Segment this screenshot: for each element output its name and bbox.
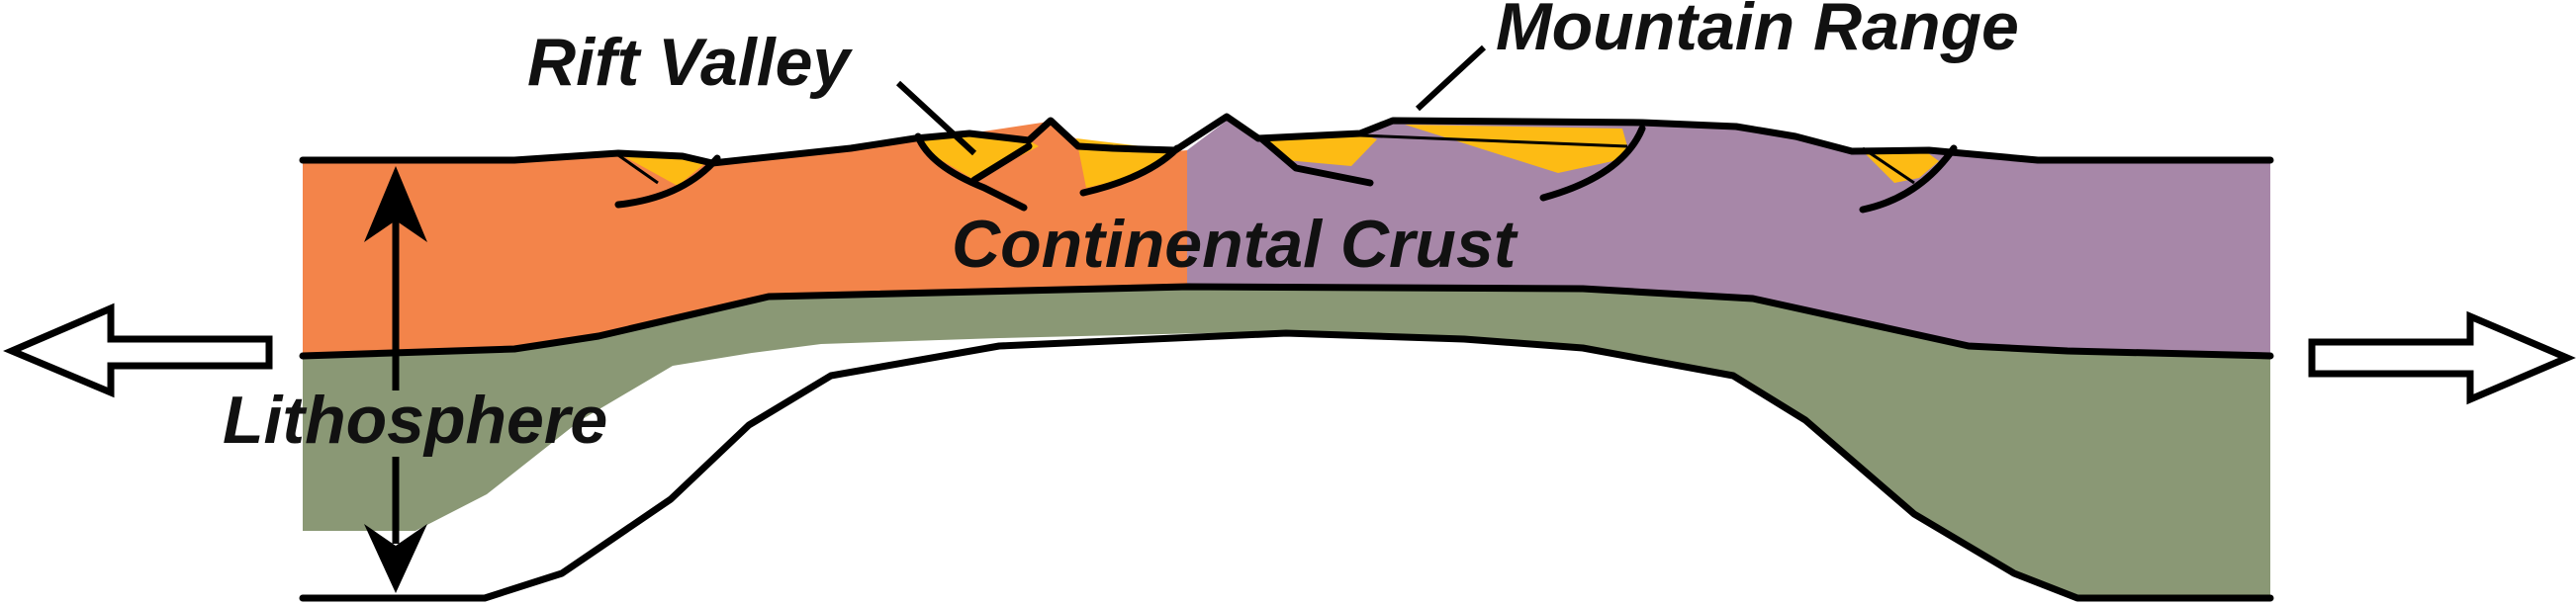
rift-valley-leader [895,80,977,156]
surface-profile [299,113,2274,167]
mountain-range-label: Mountain Range [1496,0,2019,64]
sediment-contacts [617,133,1915,185]
lithosphere-thickness-arrow [364,166,427,593]
hollow-arrow-left-icon [3,303,273,398]
crust-right [1187,121,2270,356]
lithosphere-label: Lithosphere [223,383,607,458]
arrowhead-up-icon [364,166,427,242]
lab-boundary [299,329,2274,602]
arrowhead-down-icon [364,524,427,593]
fault [914,132,1028,212]
fault [970,142,1033,184]
fault [1539,125,1646,202]
continental-crust-label: Continental Crust [952,207,1518,282]
fault [1079,144,1181,197]
fault [1257,134,1374,187]
lithospheric-mantle [303,287,2270,598]
outlines [299,113,2274,602]
moho-boundary [299,283,2274,360]
mountain-range-leader [1415,44,1487,112]
hollow-arrow-right-icon [2308,310,2576,405]
leader-lines [895,44,1487,156]
rift-valley-label: Rift Valley [527,25,853,100]
fault [614,154,721,209]
fault [1859,144,1958,214]
